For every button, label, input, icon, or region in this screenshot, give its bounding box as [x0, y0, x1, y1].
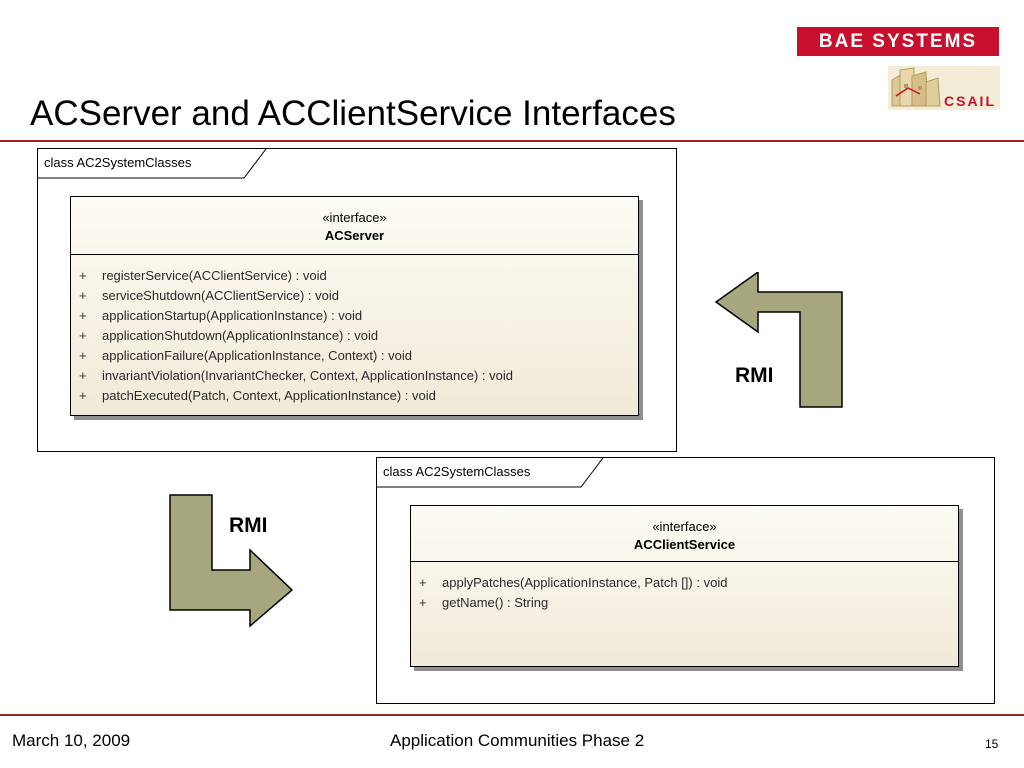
rmi-label: RMI	[229, 514, 268, 537]
operation-item: + applicationStartup(ApplicationInstance…	[71, 306, 638, 326]
operation-signature: patchExecuted(Patch, Context, Applicatio…	[102, 388, 436, 403]
operation-signature: applicationFailure(ApplicationInstance, …	[102, 348, 413, 363]
frame-label: class AC2SystemClasses	[383, 464, 531, 479]
visibility-marker: +	[79, 308, 87, 323]
operation-signature: applyPatches(ApplicationInstance, Patch …	[442, 575, 728, 590]
operation-item: + applicationShutdown(ApplicationInstanc…	[71, 326, 638, 346]
header-divider	[0, 140, 1024, 142]
page-number: 15	[985, 737, 999, 751]
operation-item: + patchExecuted(Patch, Context, Applicat…	[71, 386, 638, 406]
footer-project-name: Application Communities Phase 2	[390, 731, 645, 750]
frame-label: class AC2SystemClasses	[44, 155, 192, 170]
class-header: «interface» ACClientService	[411, 506, 958, 562]
uml-class-acserver: «interface» ACServer + registerService(A…	[70, 196, 639, 416]
operation-signature: invariantViolation(InvariantChecker, Con…	[102, 368, 513, 383]
bae-systems-logo: BAE SYSTEMS	[797, 27, 999, 56]
visibility-marker: +	[79, 368, 87, 383]
csail-logo: CSAIL	[888, 66, 1000, 110]
operation-signature: getName() : String	[442, 595, 549, 610]
rmi-label: RMI	[735, 364, 774, 387]
operation-list: + registerService(ACClientService) : voi…	[71, 255, 638, 406]
visibility-marker: +	[79, 288, 87, 303]
uml-class-acclientservice: «interface» ACClientService + applyPatch…	[410, 505, 959, 667]
visibility-marker: +	[419, 595, 427, 610]
class-header: «interface» ACServer	[71, 197, 638, 255]
rmi-arrow-down-right-icon	[168, 494, 294, 633]
class-name: ACClientService	[633, 537, 736, 552]
csail-logo-text: CSAIL	[944, 93, 996, 109]
operation-signature: applicationStartup(ApplicationInstance) …	[102, 308, 363, 323]
footer-date: March 10, 2009	[12, 731, 131, 750]
slide-title: ACServer and ACClientService Interfaces	[30, 94, 676, 133]
operation-item: + invariantViolation(InvariantChecker, C…	[71, 366, 638, 386]
class-stereotype: «interface»	[322, 210, 387, 225]
operation-item: + applicationFailure(ApplicationInstance…	[71, 346, 638, 366]
operation-item: + getName() : String	[411, 593, 958, 613]
operation-item: + serviceShutdown(ACClientService) : voi…	[71, 286, 638, 306]
csail-building-icon	[888, 66, 1000, 110]
rmi-arrow-up-left-icon	[714, 270, 844, 413]
visibility-marker: +	[79, 388, 87, 403]
operation-list: + applyPatches(ApplicationInstance, Patc…	[411, 562, 958, 613]
operation-item: + applyPatches(ApplicationInstance, Patc…	[411, 573, 958, 593]
operation-signature: registerService(ACClientService) : void	[102, 268, 327, 283]
visibility-marker: +	[419, 575, 427, 590]
operation-signature: applicationShutdown(ApplicationInstance)…	[102, 328, 379, 343]
visibility-marker: +	[79, 348, 87, 363]
class-name: ACServer	[324, 228, 385, 243]
bae-logo-text: BAE SYSTEMS	[818, 30, 978, 52]
class-stereotype: «interface»	[652, 519, 717, 534]
visibility-marker: +	[79, 328, 87, 343]
visibility-marker: +	[79, 268, 87, 283]
footer-divider	[0, 714, 1024, 716]
operation-item: + registerService(ACClientService) : voi…	[71, 266, 638, 286]
operation-signature: serviceShutdown(ACClientService) : void	[102, 288, 339, 303]
